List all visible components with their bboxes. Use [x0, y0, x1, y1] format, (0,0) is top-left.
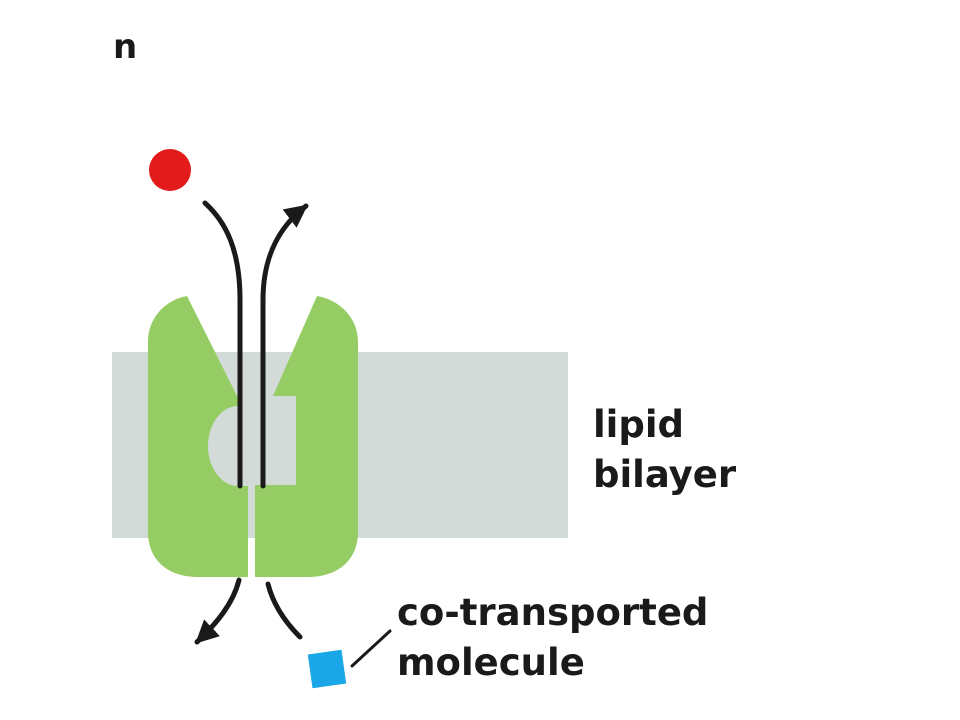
lipid-bilayer-label: lipid bilayer	[593, 400, 736, 500]
transport-path-top-out	[260, 203, 309, 489]
panel-label: n	[113, 27, 138, 67]
transporter-right-half	[255, 296, 358, 577]
cotransported-label-line-2: molecule	[397, 641, 585, 684]
cotransported-label-line-1: co-transported	[397, 591, 709, 634]
transported-molecule	[149, 149, 191, 191]
cotransported-leader-line	[350, 629, 392, 668]
transporter-left-half	[148, 296, 248, 577]
transport-path-top-in	[202, 200, 243, 489]
cotransported-molecule	[307, 649, 347, 689]
transport-path-bottom-in	[265, 581, 303, 640]
transport-path-bottom-out	[194, 577, 242, 645]
cotransported-molecule-label: co-transported molecule	[397, 588, 708, 688]
lipid-bilayer-label-line-2: bilayer	[593, 453, 736, 496]
lipid-bilayer-label-line-1: lipid	[593, 403, 685, 446]
